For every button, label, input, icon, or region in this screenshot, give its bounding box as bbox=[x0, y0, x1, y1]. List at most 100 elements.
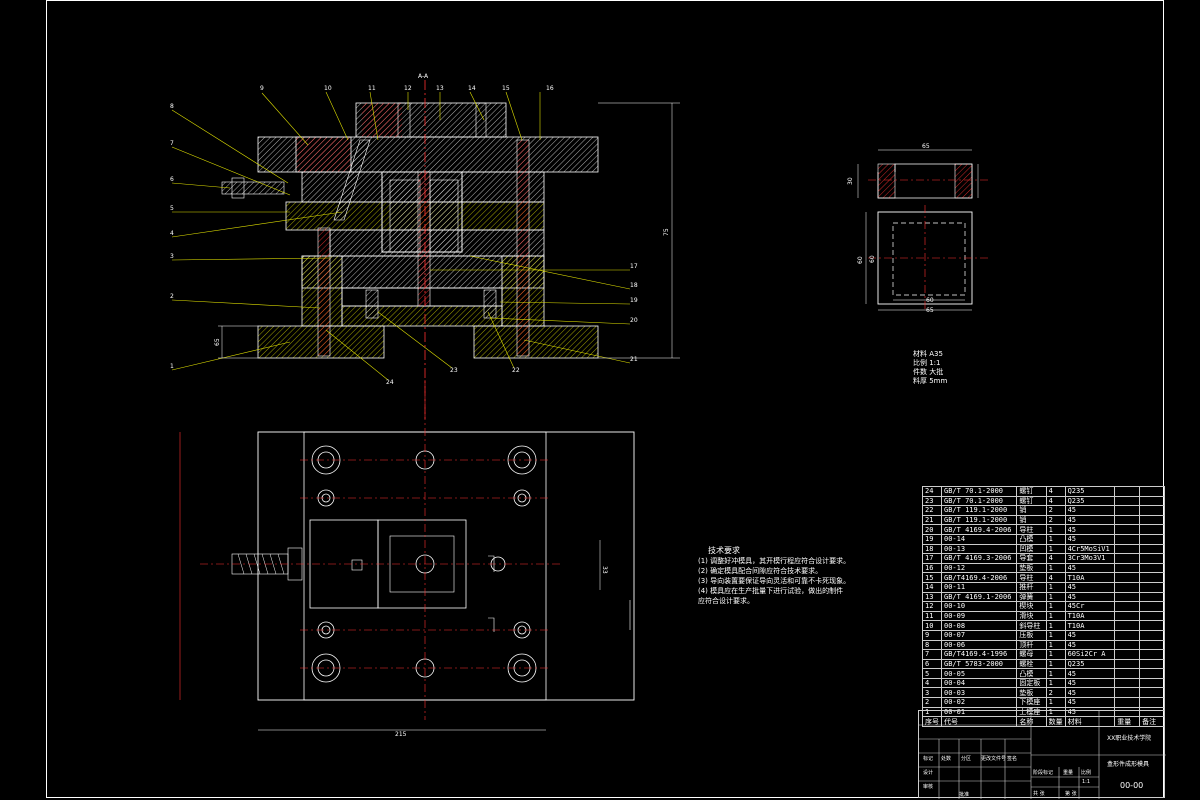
bom-cell-qty: 1 bbox=[1045, 601, 1066, 612]
bom-cell-code: 00-02 bbox=[940, 697, 1018, 708]
bom-cell-qty: 1 bbox=[1045, 629, 1066, 641]
callout-11: 11 bbox=[368, 85, 376, 92]
drawing-border bbox=[46, 0, 1164, 798]
bom-cell-name: 固定板 bbox=[1016, 677, 1047, 689]
dim-base-width: 215 bbox=[395, 731, 407, 738]
bom-cell-code: 00-09 bbox=[940, 610, 1018, 622]
bom-cell-qty: 1 bbox=[1045, 524, 1066, 535]
callout-23: 23 bbox=[450, 367, 458, 374]
bom-cell-w bbox=[1114, 505, 1141, 516]
bom-cell-qty: 4 bbox=[1045, 553, 1066, 564]
bom-cell-no: 6 bbox=[922, 658, 942, 670]
bom-cell-no: 13 bbox=[922, 591, 942, 603]
bom-cell-mat: T10A bbox=[1064, 610, 1116, 622]
bom-cell-qty: 1 bbox=[1045, 533, 1066, 545]
bom-cell-code: GB/T 5783-2000 bbox=[940, 658, 1018, 670]
bom-cell-n bbox=[1139, 668, 1165, 679]
bom-cell-qty: 1 bbox=[1045, 591, 1066, 603]
bom-cell-w bbox=[1114, 610, 1141, 622]
material-line-4: 料厚 5mm bbox=[913, 377, 948, 385]
dim-part-height: 30 bbox=[847, 177, 854, 185]
bom-cell-name: 顶杆 bbox=[1016, 639, 1047, 651]
tech-req-item: (4) 模具应在生产批量下进行试验，做出的制件 bbox=[698, 587, 844, 595]
bom-cell-qty: 1 bbox=[1045, 543, 1066, 555]
bom-cell-code: 00-13 bbox=[940, 543, 1018, 555]
bom-cell-no: 16 bbox=[922, 562, 942, 574]
bom-cell-no: 8 bbox=[922, 639, 942, 651]
bom-cell-mat: 45 bbox=[1064, 697, 1116, 708]
bom-cell-name: 下模座 bbox=[1016, 697, 1047, 708]
bom-cell-qty: 2 bbox=[1045, 505, 1066, 516]
bom-cell-mat: 45 bbox=[1064, 514, 1116, 526]
callout-13: 13 bbox=[436, 85, 444, 92]
callout-18: 18 bbox=[630, 282, 638, 289]
bom-cell-name: 导套 bbox=[1016, 553, 1047, 564]
bom-cell-no: 9 bbox=[922, 629, 942, 641]
bom-header-row: 序号代号名称数量材料重量备注 bbox=[922, 716, 1165, 727]
callout-4: 4 bbox=[170, 230, 174, 237]
bom-cell-code: 00-10 bbox=[940, 601, 1018, 612]
bom-cell-mat: 45 bbox=[1064, 687, 1116, 699]
bom-cell-code: GB/T 70.1-2000 bbox=[940, 486, 1018, 497]
bom-cell-qty: 2 bbox=[1045, 514, 1066, 526]
callout-22: 22 bbox=[512, 367, 520, 374]
bom-cell-n bbox=[1139, 562, 1165, 574]
bom-cell-no: 20 bbox=[922, 524, 942, 535]
callout-1: 1 bbox=[170, 363, 174, 370]
tech-req-item: (1) 调整好冲模具，其开模行程应符合设计要求。 bbox=[698, 557, 851, 565]
material-line-2: 比例 1:1 bbox=[913, 359, 941, 367]
bom-cell-qty: 4 bbox=[1045, 572, 1066, 583]
bom-cell-code: 00-11 bbox=[940, 581, 1018, 593]
dim-plan-left: 60 bbox=[857, 256, 864, 264]
bom-cell-n bbox=[1139, 697, 1165, 708]
bom-cell-mat: 45 bbox=[1064, 677, 1116, 689]
bom-cell-name: 推杆 bbox=[1016, 581, 1047, 593]
bom-cell-no: 19 bbox=[922, 533, 942, 545]
bom-cell-code: 00-05 bbox=[940, 668, 1018, 679]
bom-cell-qty: 2 bbox=[1045, 687, 1066, 699]
bom-cell-n bbox=[1139, 524, 1165, 535]
bom-cell-no: 18 bbox=[922, 543, 942, 555]
bom-cell-no: 14 bbox=[922, 581, 942, 593]
bom-cell-name: 压板 bbox=[1016, 629, 1047, 641]
bom-cell-no: 17 bbox=[922, 553, 942, 564]
callout-16: 16 bbox=[546, 85, 554, 92]
bom-cell-n bbox=[1139, 658, 1165, 670]
bom-cell-w bbox=[1114, 687, 1141, 699]
callout-8: 8 bbox=[170, 103, 174, 110]
bom-cell-name: 导柱 bbox=[1016, 572, 1047, 583]
callout-21: 21 bbox=[630, 356, 638, 363]
bom-cell-w bbox=[1114, 677, 1141, 689]
title-block: XX职业技术学院 盒形件成形模具 标记 处数 分区 更改文件号 签名 设计 审核… bbox=[918, 710, 1166, 799]
dim-plan-outer: 65 bbox=[926, 307, 934, 314]
bom-cell-name: 弹簧 bbox=[1016, 591, 1047, 603]
bom-cell-qty: 1 bbox=[1045, 610, 1066, 622]
bom-cell-mat: Q235 bbox=[1064, 486, 1116, 497]
bom-cell-name: 斜导柱 bbox=[1016, 620, 1047, 631]
title-check: 审核 bbox=[923, 784, 934, 790]
title-scale-label: 比例 bbox=[1081, 770, 1092, 776]
bom-cell-mat: T10A bbox=[1064, 620, 1116, 631]
bom-header-qty: 数量 bbox=[1045, 716, 1066, 727]
part-detail: 65 30 60 65 60 60 bbox=[847, 143, 990, 314]
bom-cell-n bbox=[1139, 533, 1165, 545]
bom-cell-mat: Q235 bbox=[1064, 495, 1116, 507]
bom-header-mat: 材料 bbox=[1064, 716, 1116, 727]
bom-cell-name: 楔块 bbox=[1016, 601, 1047, 612]
bom-cell-w bbox=[1114, 697, 1141, 708]
bom-cell-qty: 1 bbox=[1045, 562, 1066, 574]
dim-overall-height: 75 bbox=[663, 228, 670, 236]
title-zone: 分区 bbox=[961, 756, 972, 762]
callout-14: 14 bbox=[468, 85, 476, 92]
title-sheets: 共 张 bbox=[1033, 791, 1045, 797]
bom-cell-mat: 45 bbox=[1064, 524, 1116, 535]
